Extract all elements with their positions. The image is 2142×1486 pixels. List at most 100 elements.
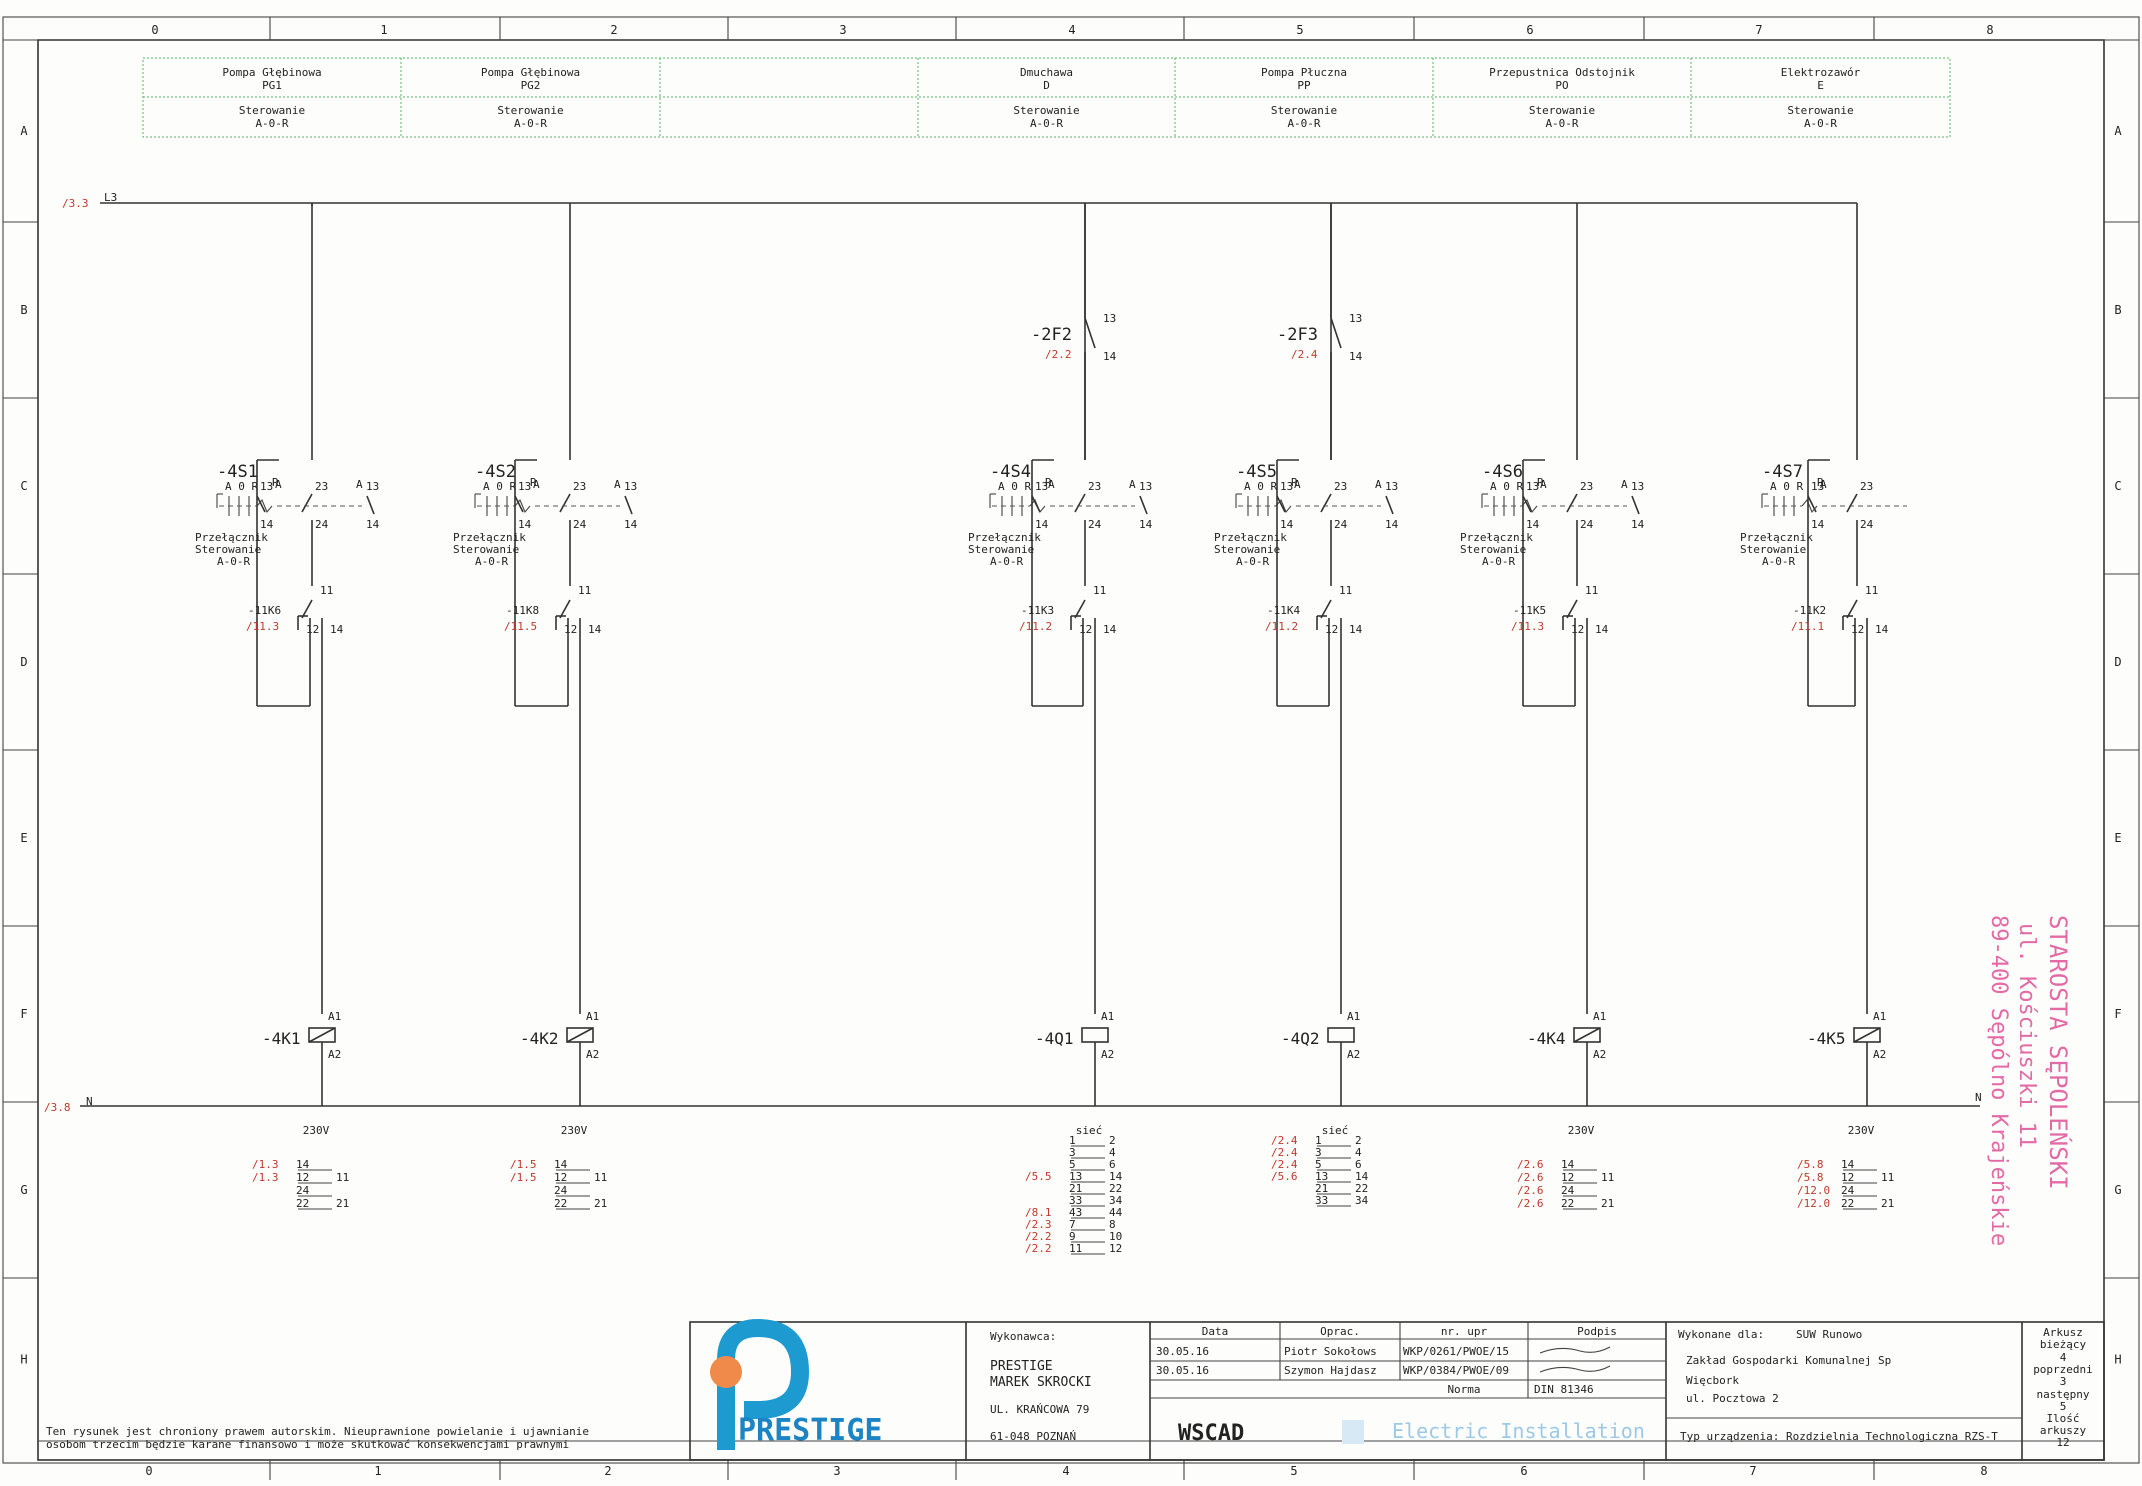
column-number-top: 0 — [151, 23, 158, 37]
switch-positions: A 0 R — [1770, 480, 1803, 493]
header-cell-mode: A-0-R — [255, 117, 288, 130]
contact-23-blade — [1846, 493, 1858, 513]
header-cell-control: Sterowanie — [239, 104, 305, 117]
rev-header-sign: Podpis — [1577, 1325, 1617, 1338]
switch-positions: A 0 R — [483, 480, 516, 493]
switch-desc-3: A-0-R — [1482, 555, 1515, 568]
rev-nr: WKP/0261/PWOE/15 — [1403, 1345, 1509, 1358]
contact-b-13: 13 — [1385, 480, 1398, 493]
contact-23-blade — [1320, 493, 1332, 513]
coil-diagonal — [1853, 1027, 1881, 1043]
rev-author: Szymon Hajdasz — [1284, 1364, 1377, 1377]
coil-a2: A2 — [586, 1048, 599, 1061]
contact-right: 14 — [1355, 1170, 1369, 1183]
contact-23: 23 — [315, 480, 328, 493]
header-cell-control: Sterowanie — [1529, 104, 1595, 117]
relay-14: 14 — [1103, 623, 1117, 636]
client-city: Więcbork — [1686, 1374, 1739, 1387]
relay-ref: /11.1 — [1791, 620, 1824, 633]
relay-14: 14 — [588, 623, 602, 636]
contact-left: 13 — [1315, 1170, 1328, 1183]
coil-a2: A2 — [1593, 1048, 1606, 1061]
client-short: SUW Runowo — [1796, 1328, 1862, 1341]
contact-a-label: A — [1820, 478, 1827, 491]
column-number-bottom: 4 — [1062, 1464, 1069, 1478]
relay-tag: -11K5 — [1513, 604, 1546, 617]
electric-icon — [1342, 1420, 1364, 1444]
contact-13-blade — [1276, 495, 1286, 513]
row-letter-right: E — [2114, 831, 2121, 845]
header-cell-mode: A-0-R — [1287, 117, 1320, 130]
contact-left: 5 — [1315, 1158, 1322, 1171]
contact-left: 14 — [554, 1158, 568, 1171]
contractor-label: Wykonawca: — [990, 1330, 1056, 1343]
switch-tag: -4S7 — [1762, 462, 1803, 482]
contact-ref: /2.3 — [1025, 1218, 1052, 1231]
contact-b-14: 14 — [1139, 518, 1153, 531]
contact-13: 13 — [1811, 480, 1824, 493]
relay-11: 11 — [1339, 584, 1352, 597]
switch-desc-2: Sterowanie — [1740, 543, 1806, 556]
header-cell-name: Dmuchawa — [1020, 66, 1073, 79]
contact-14: 14 — [1526, 518, 1540, 531]
contact-14: 14 — [1280, 518, 1294, 531]
relay-11: 11 — [320, 584, 333, 597]
contact-23-blade — [559, 493, 571, 513]
switch-desc-3: A-0-R — [1762, 555, 1795, 568]
contact-13: 13 — [1035, 480, 1048, 493]
header-cell-control: Sterowanie — [1787, 104, 1853, 117]
contact-13-blade — [256, 495, 266, 513]
contact-b-label: A — [1375, 478, 1382, 491]
contact-right: 12 — [1109, 1242, 1122, 1255]
contact-14: 14 — [518, 518, 532, 531]
relay-blade — [559, 599, 571, 619]
prestige-logo: PRESTIGE — [710, 1318, 883, 1450]
contact-table-voltage: 230V — [1848, 1124, 1875, 1137]
switch-desc-3: A-0-R — [217, 555, 250, 568]
header-cell-code: PO — [1555, 79, 1568, 92]
rev-header-author: Oprac. — [1320, 1325, 1360, 1338]
switch-tag: -4S5 — [1236, 462, 1277, 482]
contact-left: 24 — [554, 1184, 568, 1197]
relay-ref: /11.2 — [1265, 620, 1298, 633]
contact-right: 10 — [1109, 1230, 1122, 1243]
rev-nr: WKP/0384/PWOE/09 — [1403, 1364, 1509, 1377]
switch-tag: -4S4 — [990, 462, 1031, 482]
rev-date: 30.05.16 — [1156, 1364, 1209, 1377]
switch-r-label: R — [272, 476, 279, 489]
switch-desc-1: Przełącznik — [968, 531, 1041, 544]
contact-23-blade — [1074, 493, 1086, 513]
contact-left: 1 — [1069, 1134, 1076, 1147]
stamp-line-3: 89-400 Sępólno Krajeńskie — [1986, 915, 2011, 1246]
column-number-top: 2 — [610, 23, 617, 37]
row-letter-left: A — [20, 124, 28, 138]
row-letter-left: E — [20, 831, 27, 845]
contact-right: 22 — [1355, 1182, 1368, 1195]
switch-detent — [1521, 498, 1538, 514]
contact-b-blade — [624, 495, 633, 515]
contact-right: 4 — [1109, 1146, 1116, 1159]
relay-12: 12 — [1325, 623, 1338, 636]
contact-13-blade — [1031, 495, 1041, 513]
bottom-rail-ref: /3.8 — [44, 1101, 71, 1114]
bottom-rail-label: N — [86, 1095, 93, 1108]
contact-14: 14 — [1035, 518, 1049, 531]
logo-mark — [717, 1318, 810, 1450]
header-cell-name: Pompa Płuczna — [1261, 66, 1347, 79]
contact-left: 22 — [1561, 1197, 1574, 1210]
coil-body — [1327, 1027, 1355, 1043]
column-number-bottom: 6 — [1520, 1464, 1527, 1478]
switch-desc-1: Przełącznik — [1740, 531, 1813, 544]
contact-table-voltage: sieć — [1076, 1124, 1103, 1137]
column-number-bottom: 7 — [1749, 1464, 1756, 1478]
contact-ref: /2.4 — [1271, 1146, 1298, 1159]
header-cell-mode: A-0-R — [1545, 117, 1578, 130]
coil-tag: -4Q2 — [1281, 1029, 1320, 1048]
